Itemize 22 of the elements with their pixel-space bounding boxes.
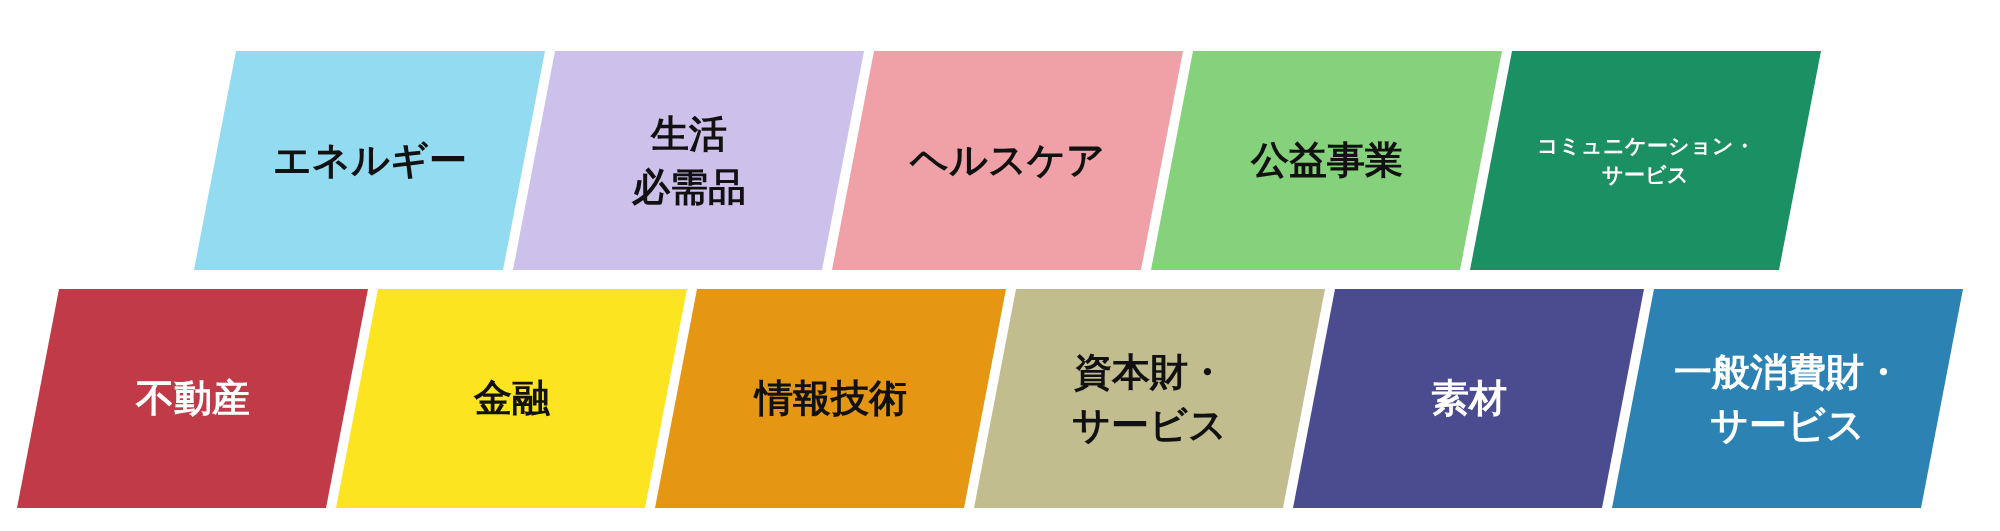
parallelogram-tile <box>1470 51 1821 270</box>
parallelogram-tile <box>832 51 1183 270</box>
parallelogram-tile <box>655 289 1006 508</box>
sector-label: 公益事業 <box>1250 136 1403 184</box>
parallelogram-tile <box>336 289 687 508</box>
sector-label: 不動産 <box>135 374 250 422</box>
sector-label: 一般消費財・サービス <box>1673 348 1902 449</box>
parallelogram-tile <box>17 289 368 508</box>
parallelogram-tile <box>1151 51 1502 270</box>
sector-label: エネルギー <box>272 136 467 184</box>
sector-label: 資本財・サービス <box>1072 348 1227 449</box>
parallelogram-tile <box>1612 289 1963 508</box>
parallelogram-tile <box>1293 289 1644 508</box>
sector-label: 情報技術 <box>754 374 907 422</box>
sector-label: 金融 <box>473 374 550 422</box>
parallelogram-tile <box>974 289 1325 508</box>
parallelogram-tile <box>194 51 545 270</box>
parallelogram-tile <box>513 51 864 270</box>
sector-label: 素材 <box>1430 374 1507 422</box>
sector-label: コミュニケーション・サービス <box>1536 132 1755 189</box>
sector-label: ヘルスケア <box>910 136 1105 184</box>
sector-label: 生活必需品 <box>631 110 746 211</box>
